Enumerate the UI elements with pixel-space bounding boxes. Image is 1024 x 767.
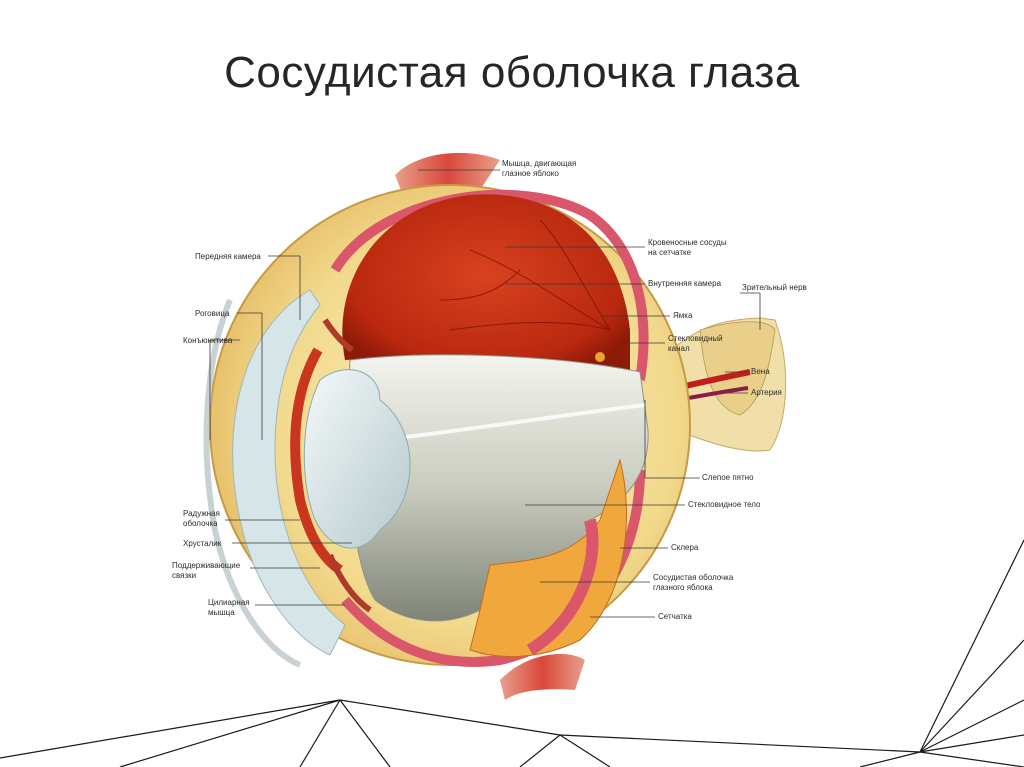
svg-text:Кровеносные сосуды: Кровеносные сосуды [648,238,727,247]
iris [290,347,343,575]
label-vitreous-canal: Стекловидный канал [668,334,723,353]
svg-text:канал: канал [668,344,690,353]
ciliary-muscle [327,553,372,613]
label-vitreous-body: Стекловидное тело [688,500,761,509]
svg-text:на сетчатке: на сетчатке [648,248,692,257]
label-retina: Сетчатка [658,612,692,621]
lens [303,369,411,549]
label-optic-nerve: Зрительный нерв [742,283,807,292]
label-inner-chamber: Внутренняя камера [648,279,722,288]
label-blind-spot: Слепое пятно [702,473,754,482]
svg-text:мышца: мышца [208,608,235,617]
label-artery: Артерия [751,388,782,397]
retina-cavity [342,194,630,375]
svg-text:Мышца, двигающая: Мышца, двигающая [502,159,576,168]
svg-text:Цилиарная: Цилиарная [208,598,250,607]
svg-text:оболочка: оболочка [183,519,218,528]
svg-text:глазное яблоко: глазное яблоко [502,169,559,178]
label-fovea: Ямка [673,311,693,320]
label-muscle: Мышца, двигающая глазное яблоко [502,159,576,178]
retinal-vessels [439,219,611,331]
label-sclera: Склера [671,543,699,552]
label-lens: Хрусталик [183,539,222,548]
choroid-section [469,458,627,657]
svg-text:Сосудистая оболочка: Сосудистая оболочка [653,573,734,582]
svg-text:Радужная: Радужная [183,509,220,518]
label-retinal-vessels: Кровеносные сосуды на сетчатке [648,238,727,257]
label-vein: Вена [751,367,770,376]
decorative-lines [0,539,1024,767]
svg-text:связки: связки [172,571,196,580]
slide-title: Сосудистая оболочка глаза [224,48,800,97]
svg-text:Поддерживающие: Поддерживающие [172,561,241,570]
choroid-layer [330,189,649,381]
svg-text:глазного яблока: глазного яблока [653,583,713,592]
fovea-spot [595,352,605,362]
vitreous-canal [379,403,646,442]
conjunctiva [203,298,302,668]
label-choroid: Сосудистая оболочка глазного яблока [653,573,734,592]
label-ciliary-muscle: Цилиарная мышца [208,598,250,617]
leader-lines [209,169,761,618]
cornea [232,289,346,656]
label-cornea: Роговица [195,309,230,318]
label-ligaments: Поддерживающие связки [172,561,241,580]
label-iris: Радужная оболочка [183,509,220,528]
svg-text:Стекловидный: Стекловидный [668,334,723,343]
label-anterior-chamber: Передняя камера [195,252,261,261]
label-conjunctiva: Конъюнктива [183,336,233,345]
